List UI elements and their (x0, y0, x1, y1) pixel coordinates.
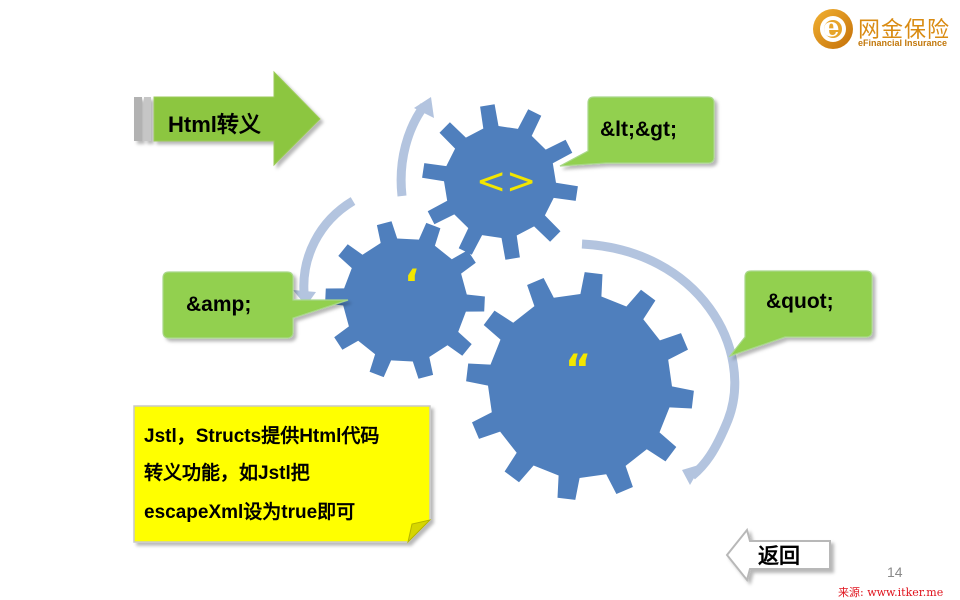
callout-quot-label: &quot; (766, 290, 834, 313)
note-box (133, 405, 432, 544)
callout-lt-gt-label: &lt;&gt; (600, 118, 677, 141)
note-line-3: escapeXml设为true即可 (144, 502, 356, 523)
callout-amp (162, 271, 349, 339)
cycle-arrows (299, 103, 740, 480)
callout-quot (728, 270, 873, 358)
brand-logo-icon (813, 9, 853, 49)
title-arrow-label: Html转义 (168, 112, 261, 137)
gear-left-icon (325, 221, 485, 379)
gear-big-icon (466, 272, 694, 500)
gear-big-symbol: “ (565, 347, 592, 393)
callout-amp-label: &amp; (186, 293, 252, 316)
note-text-block: Jstl，Structs提供Html代码 转义功能，如Jstl把 escapeX… (134, 406, 430, 542)
gear-left-symbol: ‘ (404, 262, 420, 308)
callout-lt-gt (559, 96, 715, 167)
brand-logo-letter: e (823, 13, 840, 43)
gear-top-symbol: <> (476, 161, 537, 202)
note-line-1: Jstl，Structs提供Html代码 (144, 426, 380, 447)
brand-tagline: eFinancial Insurance (858, 38, 948, 48)
gear-top-icon (422, 104, 578, 260)
note-line-2: 转义功能，如Jstl把 (144, 463, 310, 484)
back-button-label[interactable]: 返回 (758, 545, 800, 568)
title-arrow (134, 70, 321, 167)
brand-name: 网金保险 (858, 18, 951, 43)
cycle-arrowheads (293, 97, 702, 485)
source-watermark: 来源: www.itker.me (838, 586, 944, 599)
page-number: 14 (887, 564, 903, 580)
back-arrow-shape[interactable] (725, 527, 831, 583)
